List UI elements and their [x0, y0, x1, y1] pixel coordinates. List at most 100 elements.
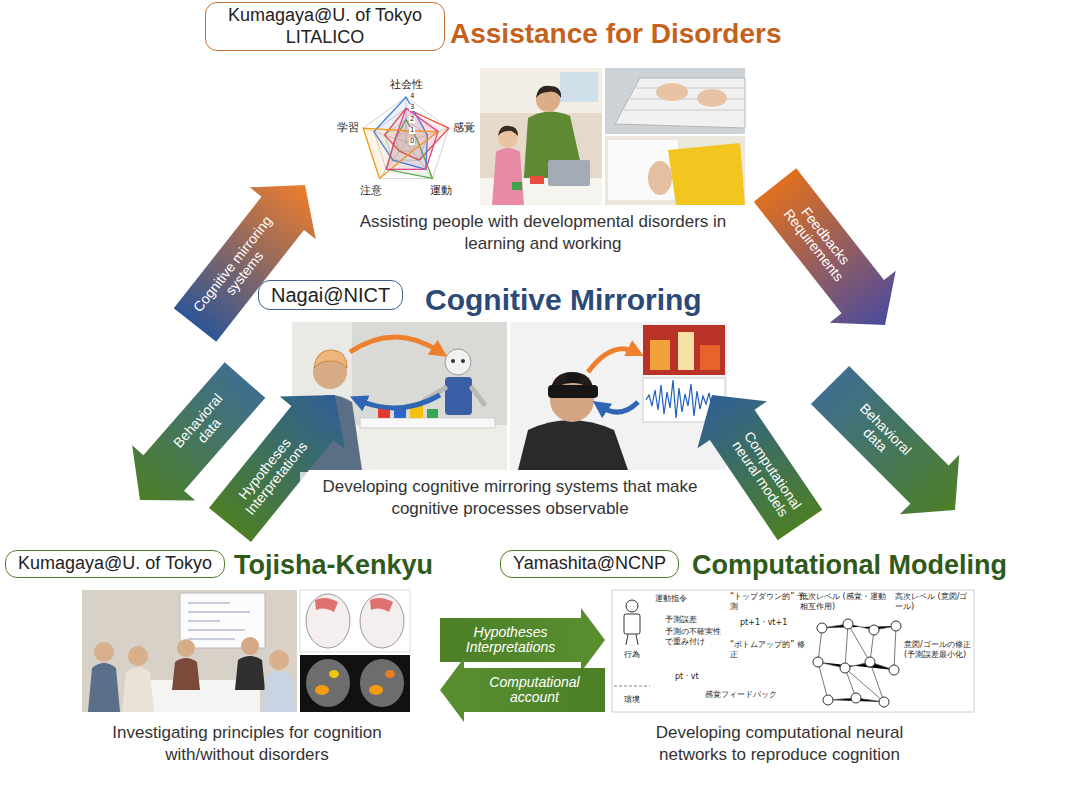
arrow-label: Behavioral data [165, 385, 243, 468]
ellipse-outline [0, 486, 539, 807]
radar-chart [335, 68, 477, 205]
heading-slot: Assistance for Disorders [450, 18, 781, 50]
arrow-label: Cognitive mirroring systems [186, 208, 292, 331]
arrow-label: Behavioral data [839, 394, 920, 475]
label-slot: 学習 [337, 121, 359, 134]
region-ellipse: Tojisha-Kenkyu Kumagaya@U. of TokyoInvest… [0, 485, 540, 807]
figure-label: 運動指令 [655, 594, 687, 604]
figure-label: “トップダウン的” 予測 [730, 592, 805, 611]
label-slot: 環境 [624, 695, 640, 705]
figure-label: 予測の不確実性 で重み付け [665, 627, 723, 646]
caption-text: Assisting people with developmental diso… [353, 211, 733, 255]
heading-slot: Tojisha-Kenkyu [234, 550, 433, 581]
figure-label: 予測誤差 [665, 615, 697, 625]
block-arrow [440, 658, 605, 722]
figure-label: 環境 [624, 695, 640, 705]
tick-number: 4 [409, 93, 415, 100]
label-slot: 高次レベル (意図/ゴール) [895, 592, 970, 611]
label-slot: “ボトムアップ的” 修正 [730, 640, 805, 659]
label-slot: 意図/ゴールの修正 (予測誤差最小化) [904, 640, 973, 659]
arrow-label: Feedbacks Requirements [766, 179, 872, 302]
region-heading: Tojisha-Kenkyu [234, 550, 433, 581]
arrow-label-slot: Hypotheses Interpretations [443, 625, 578, 656]
region-ellipse: Cognitive Mirroring Nagai@NICT Developing … [130, 260, 950, 580]
label-slot: 行為 [624, 650, 640, 660]
figure-label: 感覚フィードバック [705, 690, 777, 700]
label-slot: 感覚フィードバック [705, 690, 777, 700]
label-slot: 社会性 [390, 78, 423, 91]
figure-label: 高次レベル (意図/ゴール) [895, 592, 970, 611]
figure-label: 低次レベル (感覚・運動相互作用) [800, 592, 890, 611]
caption-box: Investigating principles for cognition w… [82, 718, 412, 770]
arrow-label-slot: Behavioral data [165, 385, 243, 468]
label-slot: 低次レベル (感覚・運動相互作用) [800, 592, 890, 611]
label-slot: 注意 [360, 184, 382, 197]
arrow-label-slot: Feedbacks Requirements [766, 179, 872, 302]
arrow-label: Hypotheses Interpretations [221, 417, 322, 531]
label-slot: 3 [409, 104, 415, 111]
caption-text: Investigating principles for cognition w… [90, 722, 404, 766]
caption-text: Developing cognitive mirroring systems t… [318, 476, 702, 520]
photo-keyboard [605, 68, 745, 134]
label-slot: 1 [409, 127, 415, 134]
tick-number: 1 [409, 127, 415, 134]
photo-document [605, 136, 745, 205]
axis-label: 学習 [337, 121, 359, 134]
figure-label: “ボトムアップ的” 修正 [730, 640, 805, 659]
arrow-label-slot: Hypotheses Interpretations [221, 417, 322, 531]
tick-number: 2 [409, 116, 415, 123]
arrow-label-slot: Behavioral data [839, 394, 920, 475]
label-slot: 2 [409, 116, 415, 123]
affiliation-text: Kumagaya@U. of Tokyo [18, 553, 212, 575]
caption-box: Developing cognitive mirroring systems t… [300, 472, 720, 524]
ellipse-outline [151, 0, 929, 329]
block-arrow [754, 168, 896, 325]
tick-number: 3 [409, 104, 415, 111]
arrow-label-slot: Cognitive mirroring systems [186, 208, 292, 331]
label-slot: 予測の不確実性 で重み付け [665, 627, 723, 646]
region-heading: Computational Modeling [692, 550, 1007, 581]
tick-number: 0 [409, 138, 415, 145]
label-slot: 運動 [430, 184, 452, 197]
ellipse-outline [131, 261, 949, 579]
heading-slot: Cognitive Mirroring [425, 283, 702, 317]
caption-text: Developing computational neural networks… [620, 722, 939, 766]
affiliation-box: Yamashita@NCNP [500, 550, 679, 578]
arrow-label: Computational neural models [720, 417, 812, 532]
region-heading: Cognitive Mirroring [425, 283, 702, 317]
block-arrow [440, 608, 605, 672]
label-slot: 4 [409, 93, 415, 100]
arrow-label: Hypotheses Interpretations [443, 625, 578, 656]
figure-label: pt+1 · vt+1 [740, 618, 787, 628]
caption-box: Developing computational neural networks… [612, 718, 947, 770]
arrow-label-slot: Computational neural models [720, 417, 812, 532]
block-arrow [811, 366, 959, 514]
photo-classroom [480, 68, 602, 205]
block-arrow [174, 185, 316, 342]
photo-group-session [82, 590, 297, 712]
figure-label: 意図/ゴールの修正 (予測誤差最小化) [904, 640, 973, 659]
arrow-label: Computational account [467, 675, 602, 706]
affiliation-box: Nagai@NICT [258, 280, 403, 310]
affiliation-text: Nagai@NICT [271, 283, 390, 307]
label-slot: 運動指令 [655, 594, 687, 604]
label-slot: 感覚 [453, 121, 475, 134]
photo-eye-tracker [510, 322, 727, 470]
label-slot: pt · vt [675, 672, 699, 682]
figure-label: 行為 [624, 650, 640, 660]
affiliation-box: Kumagaya@U. of Tokyo [5, 550, 225, 578]
label-slot: pt+1 · vt+1 [740, 618, 787, 628]
brain-scan-images [300, 590, 410, 712]
label-slot: 0 [409, 138, 415, 145]
affiliation-text: Kumagaya@U. of Tokyo LITALICO [218, 5, 432, 48]
axis-label: 注意 [360, 184, 382, 197]
label-slot: “トップダウン的” 予測 [730, 592, 805, 611]
axis-label: 運動 [430, 184, 452, 197]
heading-slot: Computational Modeling [692, 550, 1007, 581]
arrow-label-slot: Computational account [467, 675, 602, 706]
figure-label: pt · vt [675, 672, 699, 682]
caption-box: Assisting people with developmental diso… [345, 207, 741, 259]
region-heading: Assistance for Disorders [450, 18, 781, 50]
